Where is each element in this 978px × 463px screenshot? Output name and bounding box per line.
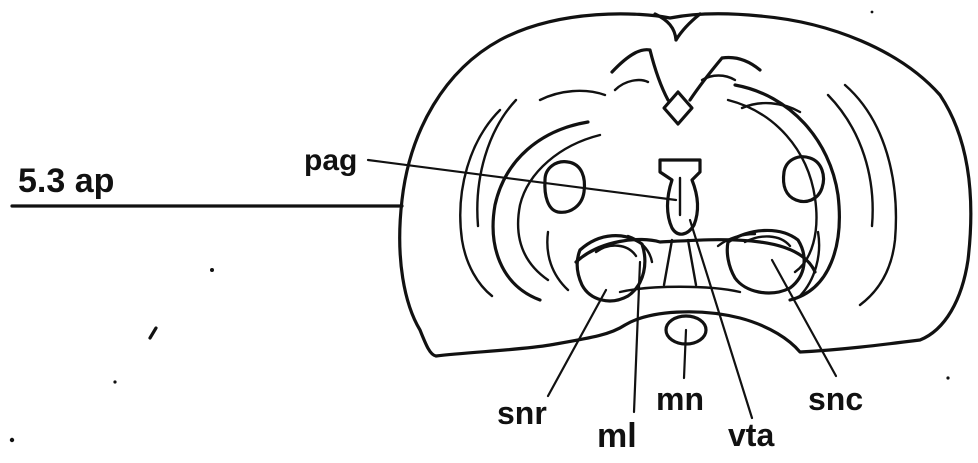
- snr-label: snr: [497, 395, 547, 431]
- right-dorsal-wing: [690, 58, 760, 101]
- right-outer-band-2: [828, 95, 873, 226]
- dorsal-diamond: [664, 92, 692, 124]
- left-outer-band-2: [477, 100, 516, 226]
- section-outline: [400, 14, 971, 356]
- scan-specks: [10, 11, 950, 443]
- left-inner-curve: [540, 91, 605, 100]
- snc-label: snc: [808, 381, 863, 417]
- pag-label: pag: [304, 144, 357, 177]
- ventral-tegmental-band: [576, 239, 815, 272]
- left-dorsal-wing-inner: [615, 80, 648, 90]
- left-lateral-crus: [547, 232, 568, 290]
- right-outer-band: [845, 85, 896, 305]
- ventral-midline: [664, 240, 696, 285]
- section-level-label: 5.3 ap: [18, 162, 114, 200]
- mn-leader-line: [684, 330, 686, 378]
- vta-label: vta: [728, 417, 774, 453]
- pag-leader-line: [368, 160, 676, 200]
- left-dorsal-wing: [612, 50, 668, 100]
- right-hippocampal-inner-arc: [728, 100, 816, 272]
- mn-label: mn: [656, 381, 704, 417]
- right-round-nucleus: [784, 157, 824, 202]
- snc-leader-line: [772, 260, 836, 376]
- leader-lines: [368, 160, 836, 418]
- ml-label: ml: [597, 417, 637, 455]
- left-hippocampal-inner-arc: [518, 135, 600, 280]
